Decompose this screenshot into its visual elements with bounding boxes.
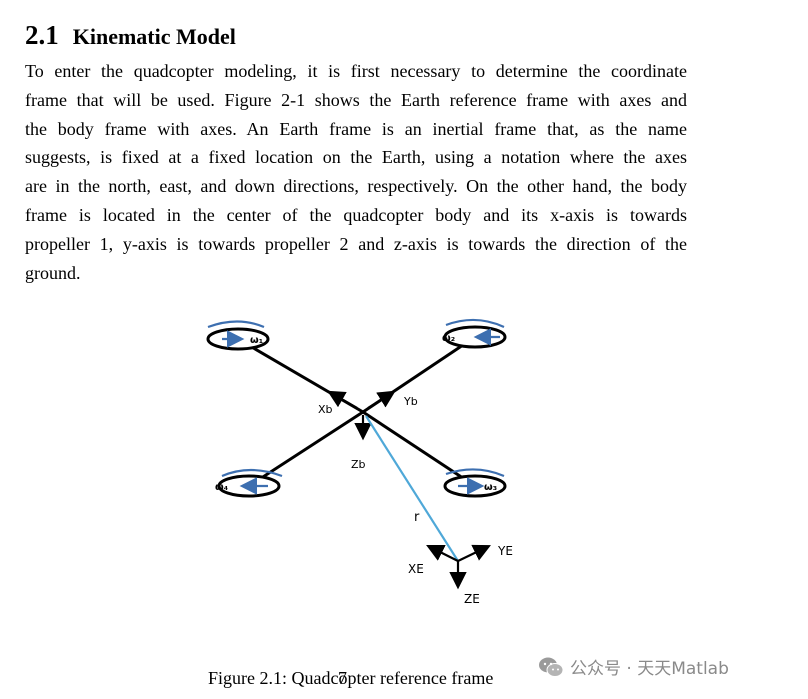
wechat-icon bbox=[539, 657, 564, 677]
section-heading: 2.1 Kinematic Model bbox=[25, 20, 236, 51]
watermark: 公众号 · 天天Matlab bbox=[538, 654, 729, 679]
paragraph-line: frame is located in the center of the qu… bbox=[25, 204, 687, 225]
figure-caption: Figure 2.1: Quadcopter reference frame bbox=[208, 668, 494, 688]
paragraph-line: frame that will be used. Figure 2-1 show… bbox=[25, 89, 687, 110]
paragraph-line: are in the north, east, and down directi… bbox=[25, 176, 687, 197]
rotation-arrow-icon bbox=[221, 468, 283, 478]
rotor-2-label: ω₂ bbox=[442, 333, 455, 344]
page-number: 7 bbox=[338, 668, 347, 688]
rotor-3-label: ω₃ bbox=[484, 482, 497, 493]
body-x-axis-arrow bbox=[327, 390, 358, 409]
earth-y-axis-arrow bbox=[457, 544, 491, 562]
earth-y-axis-label: YE bbox=[497, 544, 513, 558]
position-vector-line bbox=[365, 415, 459, 562]
paragraph-line: ground. bbox=[25, 262, 81, 283]
rotor-1-label: ω₁ bbox=[250, 335, 263, 346]
body-paragraph: To enter the quadcopter modeling, it is … bbox=[25, 57, 687, 287]
arm-rotor-4 bbox=[248, 410, 364, 488]
body-y-axis-label: Yb bbox=[403, 395, 418, 408]
paragraph-line: propeller 1, y-axis is towards propeller… bbox=[25, 233, 687, 254]
earth-z-axis-label: ZE bbox=[464, 592, 480, 606]
paragraph-line: the body frame with axes. An Earth frame… bbox=[25, 118, 687, 139]
rotor-2: ω₂ bbox=[442, 318, 507, 349]
rotor-4-label: ω₄ bbox=[215, 482, 228, 493]
rotor-3: ω₃ bbox=[443, 468, 507, 498]
rotation-arrow-icon bbox=[207, 320, 265, 329]
section-title: Kinematic Model bbox=[72, 24, 236, 49]
arm-rotor-3 bbox=[362, 410, 476, 488]
rotation-arrow-icon bbox=[445, 468, 505, 478]
paragraph-line: To enter the quadcopter modeling, it is … bbox=[25, 61, 687, 81]
earth-x-axis-arrow bbox=[426, 545, 459, 562]
watermark-text: 公众号 · 天天Matlab bbox=[570, 659, 729, 679]
body-x-axis-label: Xb bbox=[318, 403, 333, 416]
rotor-4: ω₄ bbox=[215, 468, 283, 498]
position-vector-label: r bbox=[414, 510, 420, 525]
earth-x-axis-label: XE bbox=[408, 562, 424, 576]
paragraph-line: suggests, is fixed at a fixed location o… bbox=[25, 147, 687, 168]
body-z-axis-label: Zb bbox=[351, 458, 366, 471]
rotation-arrow-icon bbox=[445, 318, 505, 328]
body-y-axis-arrow bbox=[367, 390, 396, 409]
section-number: 2.1 bbox=[25, 20, 59, 50]
quadcopter-frame-figure: ω₁ ω₂ ω₃ ω₄ Xb Yb Zb r XE YE ZE bbox=[206, 318, 513, 606]
rotor-1: ω₁ bbox=[206, 320, 270, 351]
